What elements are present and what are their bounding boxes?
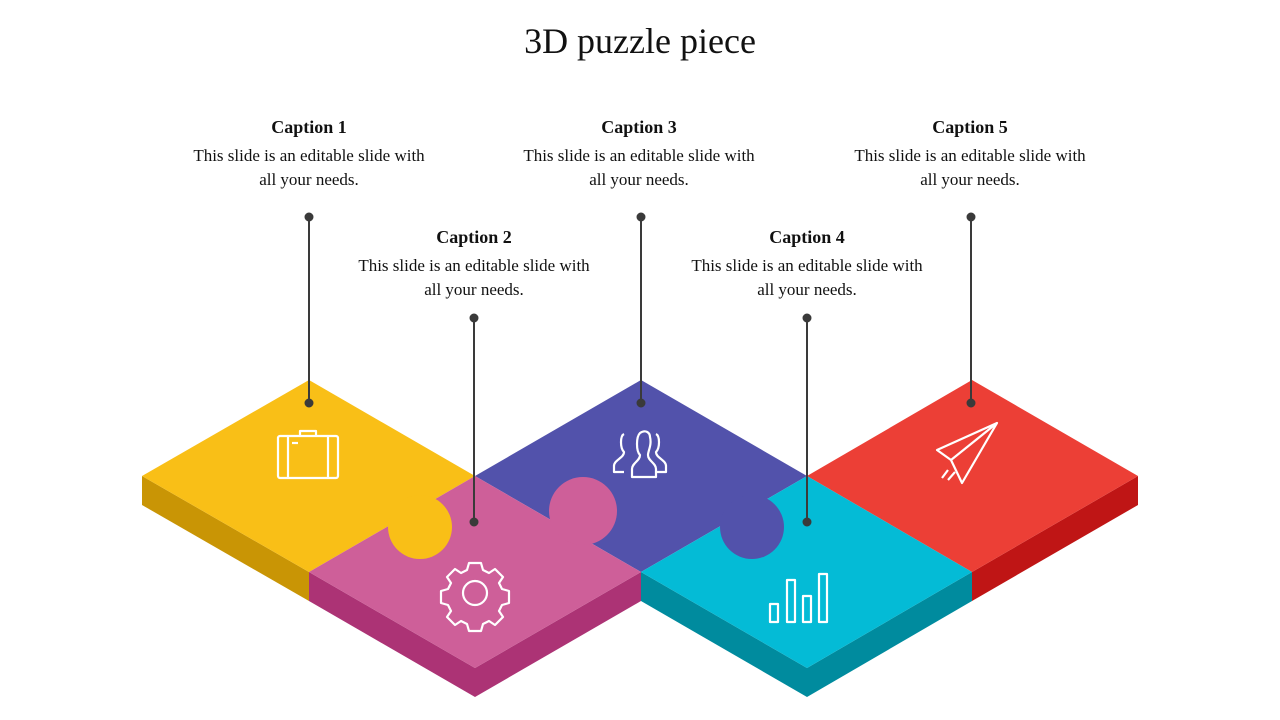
caption-5: Caption 5 This slide is an editable slid… xyxy=(840,117,1100,192)
red-piece[interactable] xyxy=(807,380,1138,572)
briefcase-icon xyxy=(276,429,340,480)
pink-piece-side-right xyxy=(475,572,641,697)
red-piece-side xyxy=(972,476,1138,601)
caption-text: This slide is an editable slide with all… xyxy=(691,256,923,299)
cyan-piece-side-right xyxy=(807,572,972,697)
paper-plane-icon xyxy=(935,421,999,485)
yellow-piece-side xyxy=(142,476,309,601)
caption-text: This slide is an editable slide with all… xyxy=(193,146,425,189)
slide-title: 3D puzzle piece xyxy=(524,21,756,61)
caption-heading: Caption 3 xyxy=(601,117,677,137)
cyan-piece[interactable] xyxy=(641,476,972,668)
caption-1: Caption 1 This slide is an editable slid… xyxy=(179,117,439,192)
yellow-knob xyxy=(388,495,452,559)
caption-heading: Caption 2 xyxy=(436,227,512,247)
gear-icon xyxy=(439,561,511,633)
caption-3: Caption 3 This slide is an editable slid… xyxy=(509,117,769,192)
caption-4: Caption 4 This slide is an editable slid… xyxy=(677,227,937,302)
caption-heading: Caption 1 xyxy=(271,117,347,137)
cyan-piece-side-left xyxy=(641,572,807,697)
pink-knob xyxy=(549,477,617,545)
caption-text: This slide is an editable slide with all… xyxy=(358,256,590,299)
purple-knob xyxy=(720,495,784,559)
pink-piece-side-left xyxy=(309,572,475,697)
caption-text: This slide is an editable slide with all… xyxy=(523,146,755,189)
caption-text: This slide is an editable slide with all… xyxy=(854,146,1086,189)
caption-heading: Caption 5 xyxy=(932,117,1008,137)
caption-2: Caption 2 This slide is an editable slid… xyxy=(344,227,604,302)
bar-chart-icon xyxy=(768,572,829,624)
users-icon xyxy=(612,430,668,479)
caption-heading: Caption 4 xyxy=(769,227,845,247)
